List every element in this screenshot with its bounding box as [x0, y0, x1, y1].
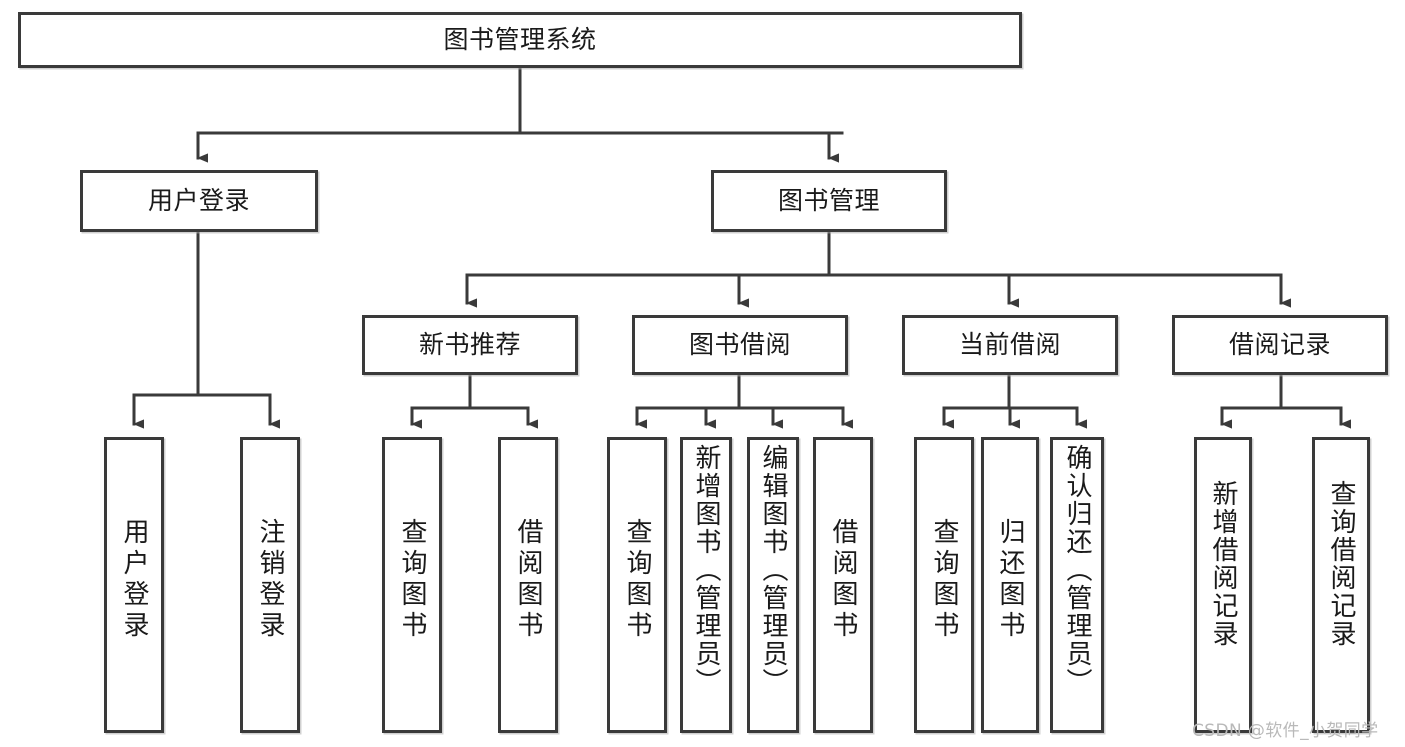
node-label: 新增图书（管理员）: [691, 444, 721, 696]
node-label: 编辑图书（管理员）: [758, 444, 788, 696]
node-label: 新书推荐: [418, 329, 521, 359]
node-label: 确认归还（管理员）: [1062, 444, 1092, 696]
node-leaf-add-book[interactable]: 新增图书（管理员）: [680, 437, 732, 733]
node-user-login[interactable]: 用户登录: [80, 170, 318, 232]
node-label: 用户登录: [119, 518, 149, 642]
node-label: 借阅图书: [513, 518, 543, 642]
node-label: 查询借阅记录: [1326, 480, 1356, 648]
node-leaf-query-record[interactable]: 查询借阅记录: [1312, 437, 1370, 733]
node-label: 图书借阅: [688, 329, 791, 359]
node-label: 当前借阅: [958, 329, 1061, 359]
node-label: 查询图书: [622, 518, 652, 642]
node-new-book-recommend[interactable]: 新书推荐: [362, 315, 578, 375]
node-leaf-query-book-1[interactable]: 查询图书: [382, 437, 442, 733]
node-leaf-query-book-3[interactable]: 查询图书: [914, 437, 974, 733]
node-borrow-record[interactable]: 借阅记录: [1172, 315, 1388, 375]
node-leaf-confirm-return[interactable]: 确认归还（管理员）: [1050, 437, 1104, 733]
node-label: 用户登录: [147, 185, 250, 215]
node-leaf-borrow-book-2[interactable]: 借阅图书: [813, 437, 873, 733]
node-label: 借阅图书: [828, 518, 858, 642]
node-leaf-user-login[interactable]: 用户登录: [104, 437, 164, 733]
node-leaf-query-book-2[interactable]: 查询图书: [607, 437, 667, 733]
node-label: 查询图书: [397, 518, 427, 642]
node-label: 新增借阅记录: [1208, 480, 1238, 648]
node-leaf-return-book[interactable]: 归还图书: [981, 437, 1039, 733]
node-current-borrow[interactable]: 当前借阅: [902, 315, 1118, 375]
node-label: 图书管理: [777, 185, 880, 215]
node-book-borrow[interactable]: 图书借阅: [632, 315, 848, 375]
node-label: 图书管理系统: [443, 24, 597, 54]
node-leaf-edit-book[interactable]: 编辑图书（管理员）: [747, 437, 799, 733]
node-leaf-borrow-book-1[interactable]: 借阅图书: [498, 437, 558, 733]
node-book-management[interactable]: 图书管理: [711, 170, 947, 232]
node-leaf-logout[interactable]: 注销登录: [240, 437, 300, 733]
node-root-system[interactable]: 图书管理系统: [18, 12, 1022, 68]
node-label: 注销登录: [255, 518, 285, 642]
csdn-watermark: CSDN @软件_小贺同学: [1192, 721, 1379, 741]
node-label: 归还图书: [995, 518, 1025, 642]
node-leaf-add-record[interactable]: 新增借阅记录: [1194, 437, 1252, 733]
node-label: 查询图书: [929, 518, 959, 642]
node-label: 借阅记录: [1228, 329, 1331, 359]
